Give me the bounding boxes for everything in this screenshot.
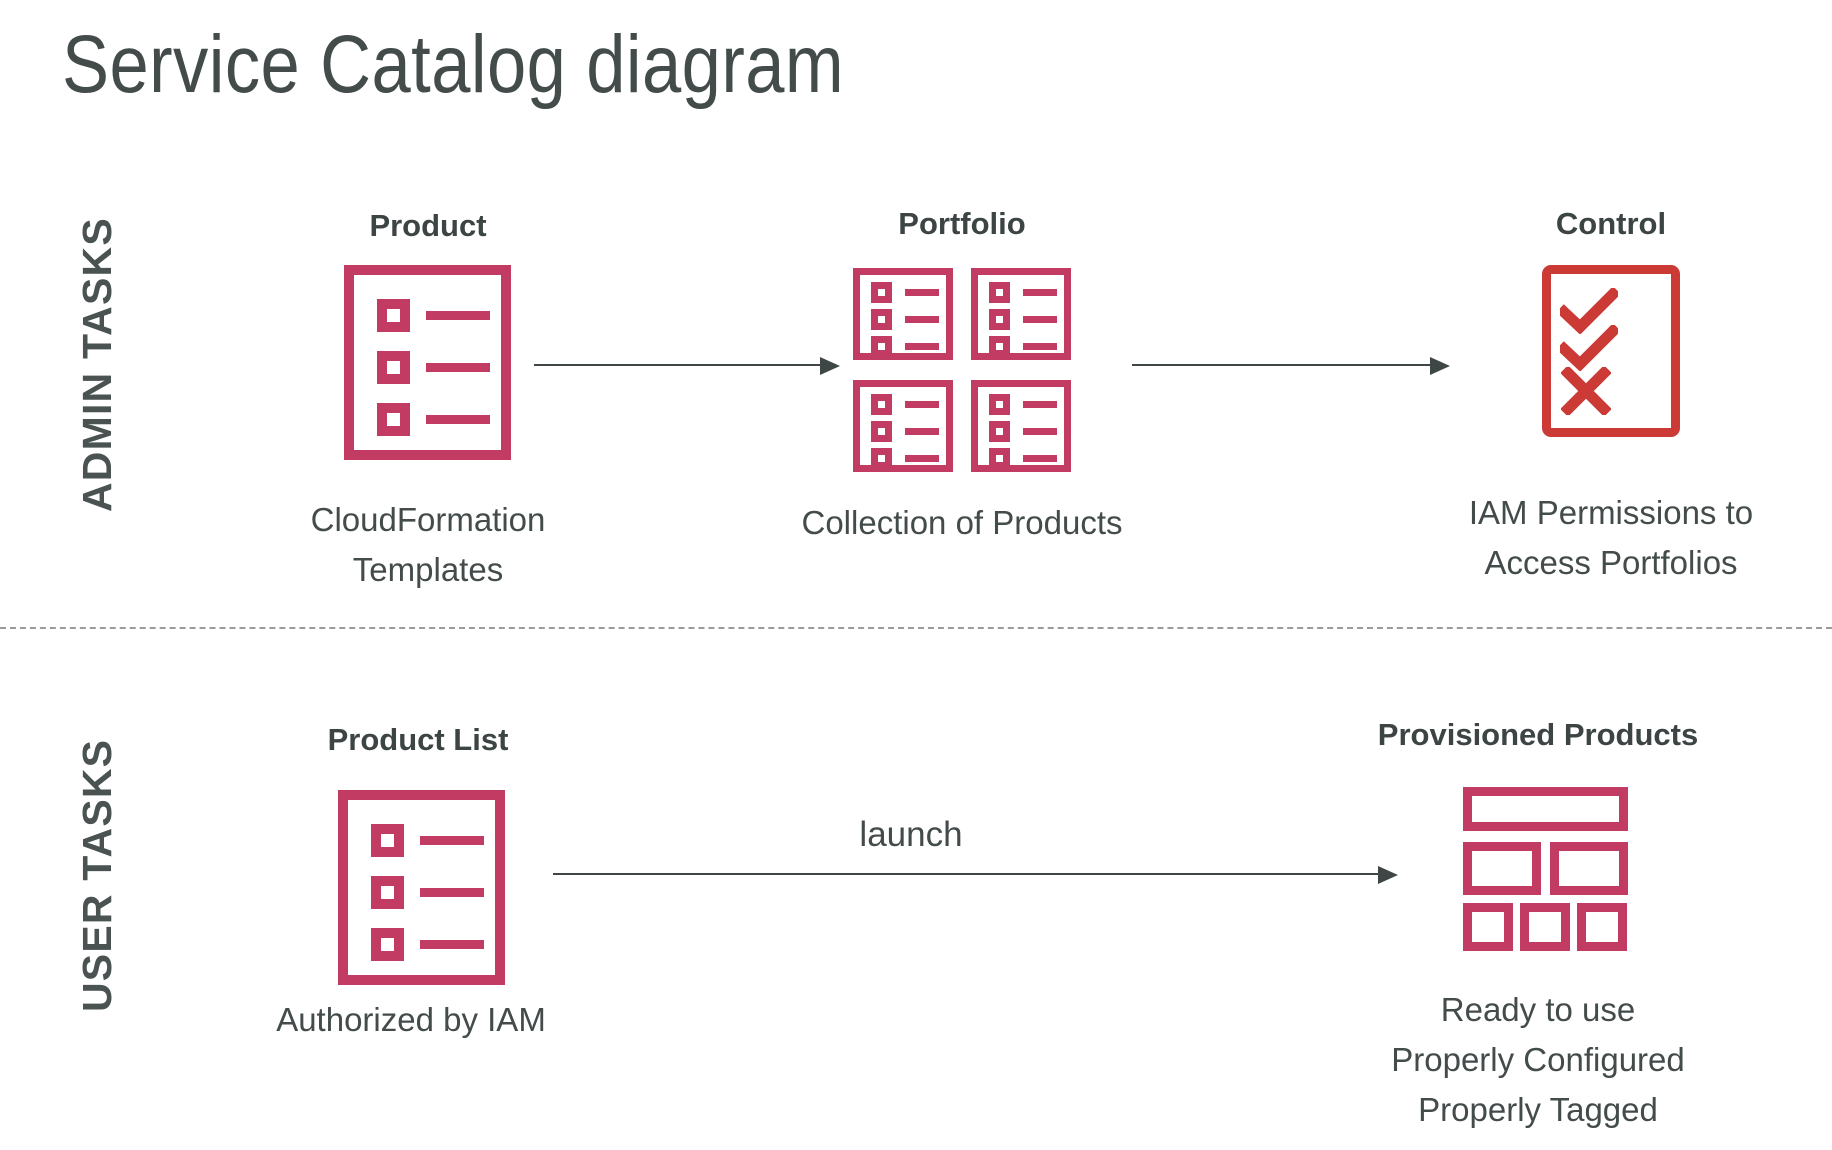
layout-block-small-1	[1463, 903, 1513, 951]
node-caption-control: IAM Permissions to Access Portfolios	[1468, 494, 1754, 581]
node-caption-provisioned-products: Ready to use Properly Configured Properl…	[1391, 991, 1685, 1128]
layout-block-mid-1	[1463, 842, 1541, 895]
layout-block-small-3	[1577, 903, 1627, 951]
layout-block-mid-2	[1550, 842, 1628, 895]
portfolio-grid-icon	[853, 268, 1071, 472]
layout-blocks-icon	[1459, 787, 1628, 951]
section-label-user-tasks: USER TASKS	[74, 738, 120, 1012]
node-caption-product-list: Authorized by IAM	[276, 1001, 546, 1038]
cross-icon	[1561, 367, 1611, 415]
node-caption-product: CloudFormation Templates	[310, 501, 546, 588]
layout-block-wide	[1463, 787, 1628, 831]
node-heading-provisioned-products: Provisioned Products	[1377, 717, 1699, 752]
node-heading-control: Control	[1555, 206, 1667, 241]
arrow-productlist-to-provisioned	[553, 862, 1398, 886]
node-heading-portfolio: Portfolio	[898, 206, 1026, 241]
product-list-icon-user	[338, 790, 505, 985]
check-icon-2	[1560, 325, 1618, 371]
section-divider	[0, 627, 1832, 629]
arrow-portfolio-to-control	[1132, 353, 1450, 377]
node-heading-product-list: Product List	[327, 722, 509, 757]
node-heading-product: Product	[369, 208, 487, 243]
section-label-admin-tasks: ADMIN TASKS	[74, 217, 120, 512]
check-icon-1	[1560, 288, 1618, 334]
product-list-icon	[344, 265, 511, 460]
page-title: Service Catalog diagram	[62, 19, 845, 110]
arrow-product-to-portfolio	[534, 353, 840, 377]
layout-block-small-2	[1520, 903, 1570, 951]
node-caption-portfolio: Collection of Products	[801, 504, 1123, 541]
arrow-label-launch: launch	[859, 815, 963, 854]
